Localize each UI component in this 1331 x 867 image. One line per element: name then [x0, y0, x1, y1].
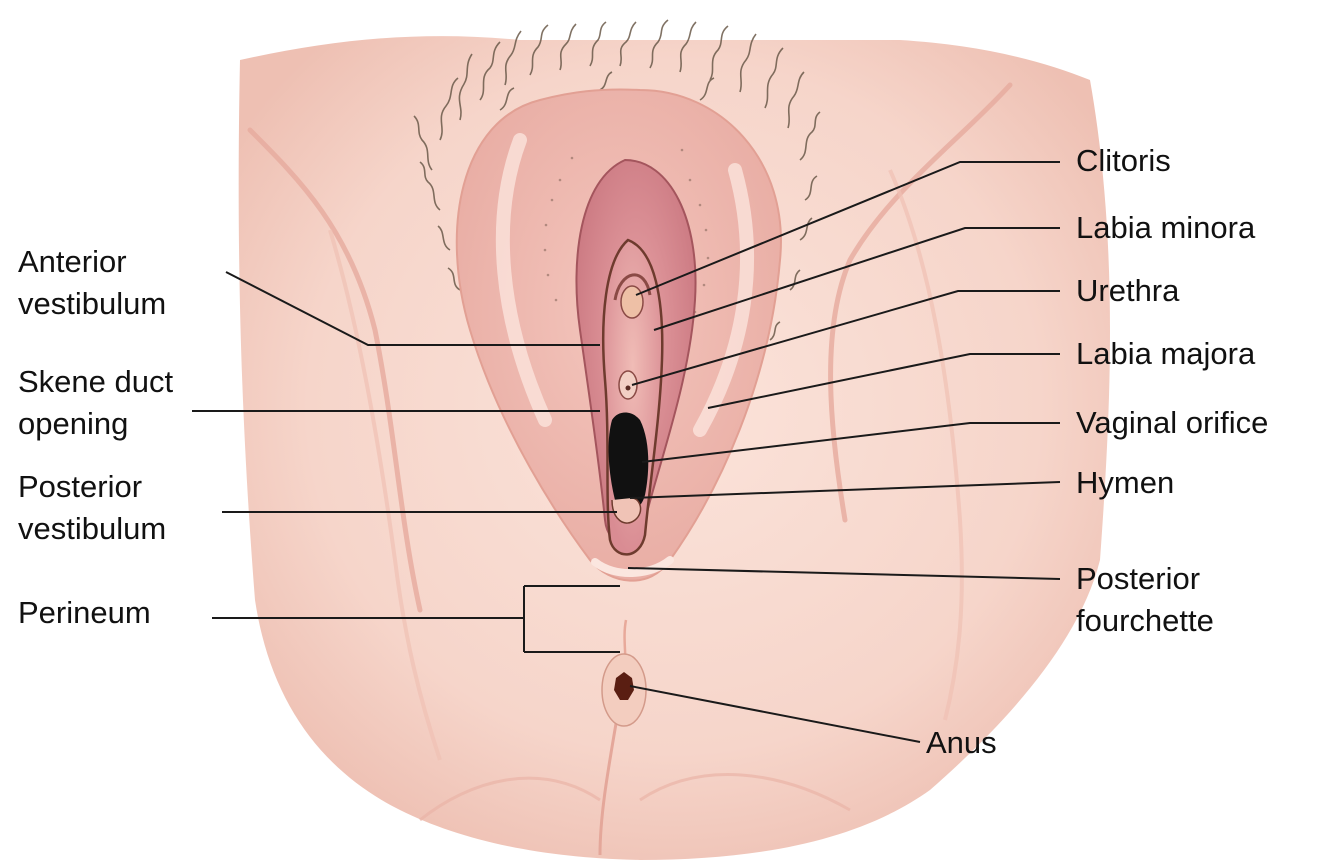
- label-posterior-vestibulum-line2: vestibulum: [18, 511, 167, 546]
- vaginal-orifice: [608, 412, 649, 511]
- right-thigh-crease: [828, 82, 1013, 523]
- label-posterior-vestibulum-line1: Posterior: [18, 469, 143, 504]
- leader-clitoris: [635, 161, 1060, 296]
- label-vaginal-orifice: Vaginal orifice: [1076, 405, 1269, 440]
- label-anus: Anus: [926, 725, 997, 760]
- posterior-fourchette: [591, 556, 674, 577]
- label-posterior-fourchette-line2: fourchette: [1076, 603, 1214, 638]
- label-skene-duct-opening: Skene duct opening: [18, 361, 173, 445]
- leader-lines: [192, 161, 1061, 743]
- clitoral-hood: [613, 273, 652, 301]
- label-skene-duct-opening-line1: Skene duct: [18, 364, 174, 399]
- urethra: [618, 370, 638, 400]
- left-thigh-crease-lower: [328, 229, 442, 761]
- leader-urethra: [631, 290, 1060, 386]
- leader-anus: [629, 685, 921, 743]
- label-posterior-fourchette-line1: Posterior: [1076, 561, 1201, 596]
- leader-vaginal-orifice: [641, 422, 1060, 463]
- labia-majora-highlight-right: [693, 163, 754, 437]
- leader-hymen: [629, 481, 1061, 499]
- leader-anterior-vestibulum: [225, 271, 600, 346]
- leader-labia-minora: [653, 227, 1060, 331]
- label-anterior-vestibulum-line1: Anterior: [18, 244, 127, 279]
- label-anterior-vestibulum-line2: vestibulum: [18, 286, 167, 321]
- leader-posterior-fourchette: [627, 567, 1061, 580]
- hymen: [611, 497, 642, 524]
- buttock-right: [639, 773, 851, 812]
- label-posterior-vestibulum: Posterior vestibulum: [18, 466, 166, 550]
- buttock-left: [419, 776, 601, 822]
- label-perineum: Perineum: [18, 595, 151, 630]
- label-anterior-vestibulum: Anterior vestibulum: [18, 241, 166, 325]
- pubic-hair: [413, 19, 821, 391]
- leader-perineum: [212, 585, 620, 653]
- label-posterior-fourchette: Posterior fourchette: [1076, 558, 1214, 642]
- label-skene-duct-opening-line2: opening: [18, 406, 129, 441]
- label-clitoris: Clitoris: [1076, 143, 1171, 178]
- anus: [614, 672, 634, 700]
- labia-majora-highlight-left: [495, 133, 552, 427]
- label-urethra: Urethra: [1076, 273, 1180, 308]
- label-hymen: Hymen: [1076, 465, 1175, 500]
- clitoris: [620, 285, 644, 319]
- label-labia-minora: Labia minora: [1076, 210, 1256, 245]
- right-thigh-crease-lower: [888, 169, 964, 721]
- leader-labia-majora: [707, 353, 1060, 409]
- urethral-opening: [625, 385, 631, 391]
- left-thigh-crease: [247, 127, 423, 613]
- label-labia-majora: Labia majora: [1076, 336, 1256, 371]
